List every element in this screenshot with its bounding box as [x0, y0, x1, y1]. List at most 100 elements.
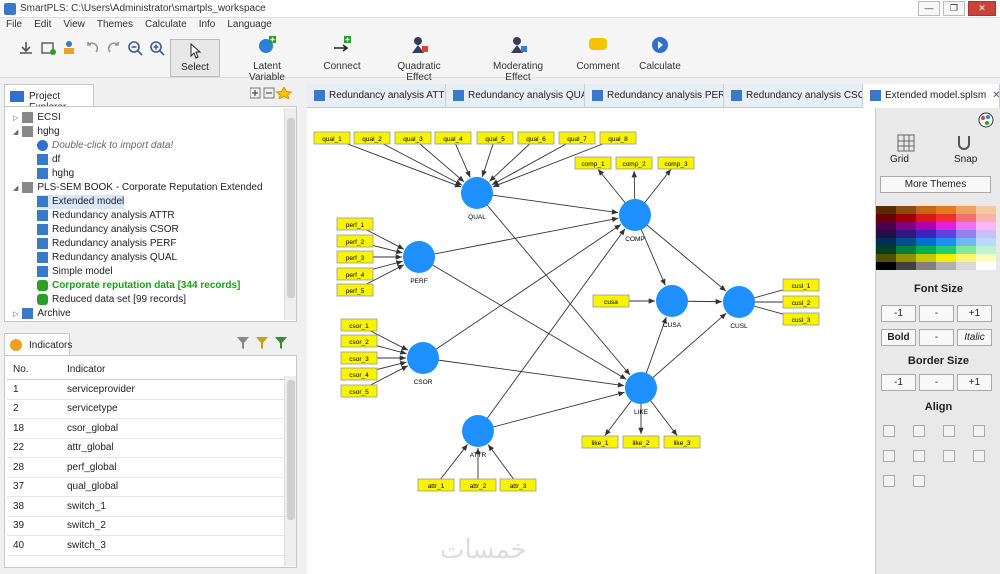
path-arrow[interactable] [422, 224, 622, 359]
indicator-box[interactable]: csor_2 [340, 334, 378, 348]
indicator-box[interactable]: qual_5 [476, 131, 514, 145]
construct-node[interactable] [462, 415, 494, 447]
font-size-reset-button[interactable]: - [919, 305, 954, 322]
color-swatch[interactable] [976, 230, 996, 238]
tree-item[interactable]: Redundancy analysis CSOR [37, 223, 179, 237]
indicator-box[interactable]: qual_7 [558, 131, 596, 145]
snap-label[interactable]: Snap [954, 154, 978, 165]
color-swatch[interactable] [936, 214, 956, 222]
font-style-button[interactable]: - [919, 329, 954, 346]
expand-arrow-icon[interactable]: ◢ [13, 129, 19, 136]
path-arrow[interactable] [371, 137, 463, 186]
expand-arrow-icon[interactable]: ▷ [13, 311, 19, 318]
path-arrow[interactable] [412, 137, 465, 183]
color-swatch[interactable] [876, 230, 896, 238]
indicator-box[interactable]: cusl_3 [782, 312, 820, 326]
color-swatch[interactable] [956, 246, 976, 254]
tree-item[interactable]: Simple model [37, 265, 113, 279]
indicator-box[interactable]: cusl_2 [782, 295, 820, 309]
tree-scrollbar[interactable] [284, 108, 296, 320]
path-arrow[interactable] [640, 312, 727, 389]
align-center-icon[interactable] [913, 450, 925, 462]
path-arrow[interactable] [481, 137, 496, 177]
color-swatch[interactable] [976, 262, 996, 270]
col-header-indicator[interactable]: Indicator [61, 360, 294, 380]
users-icon[interactable] [61, 40, 77, 56]
select-button[interactable]: Select [170, 39, 220, 77]
tree-item[interactable]: ▷Archive [13, 307, 71, 321]
indicator-box[interactable]: qual_2 [353, 131, 391, 145]
indicator-box[interactable]: csor_3 [340, 351, 378, 365]
menu-language[interactable]: Language [227, 19, 272, 30]
latent-variable-button[interactable]: Latent Variable [236, 36, 298, 83]
tab-close-icon[interactable]: ✕ [992, 90, 1000, 101]
color-swatch[interactable] [876, 206, 896, 214]
color-swatch[interactable] [896, 238, 916, 246]
color-swatch[interactable] [956, 206, 976, 214]
align-distribute-icon[interactable] [973, 425, 985, 437]
path-arrow[interactable] [331, 137, 462, 188]
bold-button[interactable]: Bold [881, 329, 916, 346]
align-left-icon[interactable] [883, 450, 895, 462]
indicator-box[interactable]: like_1 [581, 435, 619, 449]
zoom-in-icon[interactable] [149, 40, 165, 56]
color-swatch[interactable] [876, 246, 896, 254]
align-bottom-icon[interactable] [973, 450, 985, 462]
construct-node[interactable] [656, 285, 688, 317]
construct-node[interactable] [625, 372, 657, 404]
color-swatch[interactable] [916, 206, 936, 214]
tab-extended-model[interactable]: Extended model.splsm✕ [863, 84, 1000, 108]
path-arrow[interactable] [489, 137, 537, 182]
color-swatch[interactable] [896, 230, 916, 238]
indicator-box[interactable]: csor_1 [340, 318, 378, 332]
color-swatch[interactable] [896, 262, 916, 270]
tree-item[interactable]: Redundancy analysis QUAL [37, 251, 177, 265]
tree-item[interactable]: ◢PLS-SEM BOOK - Corporate Reputation Ext… [13, 181, 263, 195]
border-reset-button[interactable]: - [919, 374, 954, 391]
new-window-icon[interactable] [40, 40, 56, 56]
indicator-box[interactable]: cusl_1 [782, 278, 820, 292]
snap-icon[interactable] [955, 134, 973, 152]
indicator-box[interactable]: comp_1 [574, 156, 612, 170]
align-right-icon[interactable] [943, 450, 955, 462]
distribute-vertical-icon[interactable] [913, 475, 925, 487]
color-swatch[interactable] [936, 254, 956, 262]
moderating-effect-button[interactable]: Moderating Effect [480, 36, 556, 83]
indicator-box[interactable]: like_2 [622, 435, 660, 449]
color-swatch[interactable] [956, 254, 976, 262]
star-icon[interactable] [275, 87, 293, 99]
color-swatch[interactable] [876, 214, 896, 222]
tab-redundancy-qual[interactable]: Redundancy analysis QUA... [446, 84, 585, 108]
tree-item[interactable]: df [37, 153, 60, 167]
color-swatch[interactable] [916, 246, 936, 254]
indicator-box[interactable]: qual_8 [599, 131, 637, 145]
indicator-box[interactable]: attr_2 [459, 478, 497, 492]
menu-file[interactable]: File [6, 19, 23, 30]
color-swatch[interactable] [916, 214, 936, 222]
border-decrease-button[interactable]: -1 [881, 374, 916, 391]
tab-redundancy-perf[interactable]: Redundancy analysis PERF... [585, 84, 724, 108]
path-arrow[interactable] [487, 444, 519, 486]
comment-button[interactable]: Comment [574, 36, 622, 72]
tree-item[interactable]: Reduced data set [99 records] [37, 293, 186, 307]
indicator-box[interactable]: csor_5 [340, 384, 378, 398]
font-size-increase-button[interactable]: +1 [957, 305, 992, 322]
tree-item[interactable]: Corporate reputation data [344 records] [37, 279, 240, 293]
path-arrow[interactable] [435, 444, 468, 486]
tree-item[interactable]: ▷ECSI [13, 111, 61, 125]
color-swatch[interactable] [976, 214, 996, 222]
menu-info[interactable]: Info [198, 19, 216, 30]
path-arrow[interactable] [422, 357, 625, 388]
grid-label[interactable]: Grid [890, 154, 909, 165]
indicator-box[interactable]: csor_4 [340, 367, 378, 381]
color-swatch[interactable] [876, 238, 896, 246]
filter-icon[interactable] [237, 337, 249, 349]
color-swatch[interactable] [896, 214, 916, 222]
border-increase-button[interactable]: +1 [957, 374, 992, 391]
